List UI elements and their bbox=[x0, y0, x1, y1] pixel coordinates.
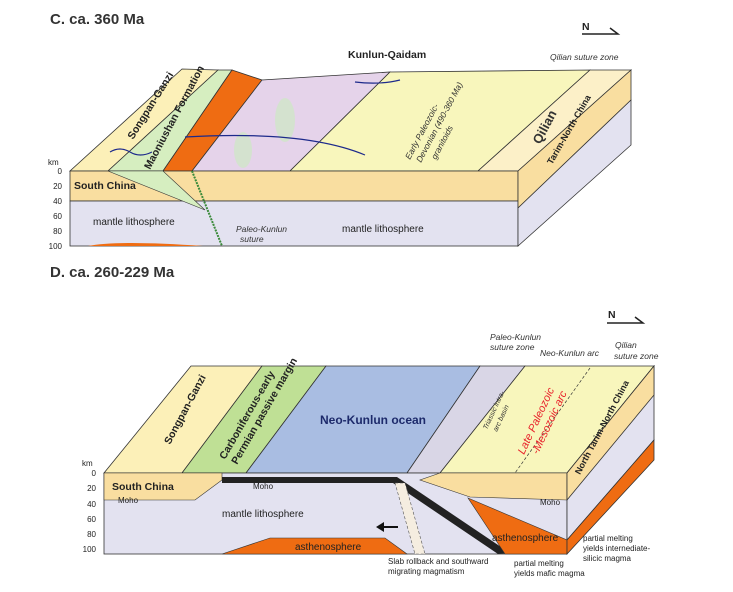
axis-unit: km bbox=[82, 459, 93, 468]
tick-label: 100 bbox=[49, 242, 63, 251]
green-lens bbox=[234, 132, 252, 168]
label-silicic-magma: silicic magma bbox=[583, 554, 632, 563]
tick-label: 0 bbox=[92, 469, 97, 478]
maoniushan-wedge bbox=[107, 170, 206, 211]
label-neo-kunlun-arc: Neo-Kunlun arc bbox=[540, 348, 600, 358]
fluid-arrow bbox=[109, 148, 153, 156]
tick-label: 40 bbox=[87, 500, 96, 509]
label-qilian-suture-zone: Qilian suture zone bbox=[550, 52, 619, 62]
tick-label: 60 bbox=[53, 212, 62, 221]
label-paleo-kunlun-suture-zone: suture zone bbox=[490, 342, 535, 352]
label-qilian-suture-zone: suture zone bbox=[614, 351, 659, 361]
oceanic-slab bbox=[222, 477, 510, 554]
asthenosphere-left bbox=[221, 537, 408, 555]
tick-label: 0 bbox=[58, 167, 63, 176]
label-neo-kunlun-ocean: Neo-Kunlun ocean bbox=[320, 413, 426, 427]
depth-axis-d: km 0 20 40 60 80 100 bbox=[82, 459, 97, 554]
crust-front-right bbox=[419, 472, 568, 501]
label-mantle-lithosphere: mantle lithosphere bbox=[342, 224, 424, 235]
tick-label: 80 bbox=[87, 530, 96, 539]
label-paleo-kunlun-suture: suture bbox=[240, 234, 264, 244]
panel-c-title: C. ca. 360 Ma bbox=[50, 11, 145, 28]
north-arrow-c: N bbox=[582, 21, 621, 35]
panel-d-title: D. ca. 260-229 Ma bbox=[50, 264, 175, 281]
north-label: N bbox=[582, 21, 590, 33]
crust-side bbox=[566, 364, 655, 502]
label-slab-rollback: migrating magmatism bbox=[388, 567, 465, 576]
label-mafic-magma: yields mafic magma bbox=[514, 569, 585, 578]
tick-label: 40 bbox=[53, 197, 62, 206]
label-moho: Moho bbox=[540, 498, 561, 507]
fluid-arrow bbox=[354, 79, 401, 84]
label-silicic-magma: partial melting bbox=[583, 534, 633, 543]
label-south-china: South China bbox=[74, 180, 136, 192]
arrowhead bbox=[376, 522, 384, 532]
north-label: N bbox=[608, 309, 616, 321]
label-slab-rollback: Slab rollback and southward bbox=[388, 557, 489, 566]
mantle-front bbox=[69, 200, 519, 247]
crust-front-left bbox=[103, 472, 223, 501]
paleo-kunlun-suture-line bbox=[191, 170, 223, 247]
label-mafic-magma: partial melting bbox=[514, 559, 564, 568]
old-slab-trace bbox=[394, 482, 426, 555]
label-mantle-lithosphere: mantle lithosphere bbox=[93, 217, 175, 228]
label-asthenosphere: asthenosphere bbox=[492, 533, 559, 544]
north-arrow-icon bbox=[607, 316, 646, 324]
asthenosphere-side bbox=[566, 438, 655, 556]
label-mantle-lithosphere: mantle lithosphere bbox=[222, 509, 304, 520]
tick-label: 60 bbox=[87, 515, 96, 524]
label-paleo-kunlun-suture: Paleo-Kunlun bbox=[236, 224, 287, 234]
tick-label: 20 bbox=[87, 484, 96, 493]
rollback-arrow bbox=[376, 522, 398, 532]
label-silicic-magma: yields internediate- bbox=[583, 544, 650, 553]
mantle-side bbox=[517, 99, 632, 247]
tick-label: 100 bbox=[83, 545, 97, 554]
depth-axis-c: km 0 20 40 60 80 100 bbox=[48, 158, 63, 251]
green-lens bbox=[275, 98, 295, 142]
fluid-arrow bbox=[184, 134, 366, 156]
asthenosphere-bulge bbox=[88, 243, 203, 246]
arc-boundary bbox=[514, 367, 591, 474]
label-moho: Moho bbox=[253, 482, 274, 491]
label-kunlun-qaidam: Kunlun-Qaidam bbox=[348, 49, 426, 61]
north-arrow-icon bbox=[582, 27, 621, 35]
axis-unit: km bbox=[48, 158, 59, 167]
label-qilian-suture-zone: Qilian bbox=[615, 340, 637, 350]
panel-d: D. ca. 260-229 Ma N km 0 20 40 60 80 bbox=[50, 264, 659, 578]
label-moho: Moho bbox=[118, 496, 139, 505]
north-arrow-d: N bbox=[607, 309, 646, 324]
label-south-china: South China bbox=[112, 481, 174, 493]
label-asthenosphere: asthenosphere bbox=[295, 542, 362, 553]
panel-c: C. ca. 360 Ma N km 0 20 40 60 bbox=[48, 11, 633, 251]
tick-label: 20 bbox=[53, 182, 62, 191]
tick-label: 80 bbox=[53, 227, 62, 236]
label-paleo-kunlun-suture-zone: Paleo-Kunlun bbox=[490, 332, 541, 342]
